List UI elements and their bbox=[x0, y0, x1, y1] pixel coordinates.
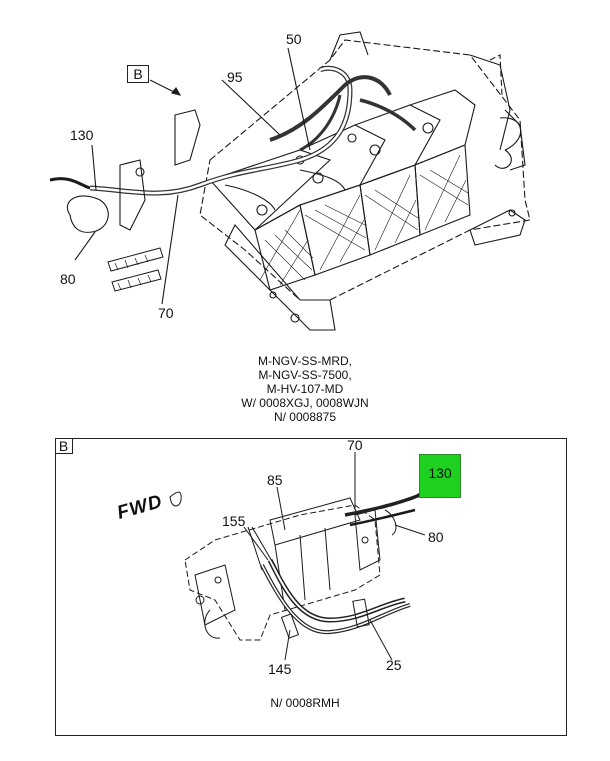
applicability-line: M-NGV-SS-7500, bbox=[258, 368, 352, 382]
detail-callout-85: 85 bbox=[267, 472, 283, 488]
highlighted-callout-130-label: 130 bbox=[428, 465, 452, 481]
applicability-line: N/ 0008875 bbox=[273, 410, 337, 424]
detail-callout-70: 70 bbox=[347, 437, 363, 453]
detail-view-frame bbox=[55, 438, 567, 736]
applicability-line: W/ 0008XGJ, 0008WJN bbox=[241, 396, 369, 410]
callout-95: 95 bbox=[227, 69, 243, 85]
detail-view-tag: B bbox=[55, 438, 73, 454]
battery-tray-assembly-drawing bbox=[49, 31, 531, 331]
callout-70: 70 bbox=[158, 305, 174, 321]
detail-callout-155: 155 bbox=[222, 513, 246, 529]
callout-50: 50 bbox=[286, 31, 302, 47]
callout-130: 130 bbox=[70, 127, 94, 143]
callout-80: 80 bbox=[60, 271, 76, 287]
detail-note: N/ 0008RMH bbox=[270, 696, 340, 710]
applicability-line: M-NGV-SS-MRD, bbox=[258, 354, 352, 368]
detail-callout-80: 80 bbox=[428, 529, 444, 545]
highlighted-callout-130: 130 bbox=[419, 454, 461, 498]
view-reference-tag: B bbox=[127, 65, 149, 83]
applicability-line: M-HV-107-MD bbox=[266, 382, 344, 396]
applicability-caption: M-NGV-SS-MRD, M-NGV-SS-7500, M-HV-107-MD… bbox=[180, 354, 430, 424]
detail-callout-25: 25 bbox=[386, 657, 402, 673]
detail-callout-145: 145 bbox=[268, 661, 292, 677]
